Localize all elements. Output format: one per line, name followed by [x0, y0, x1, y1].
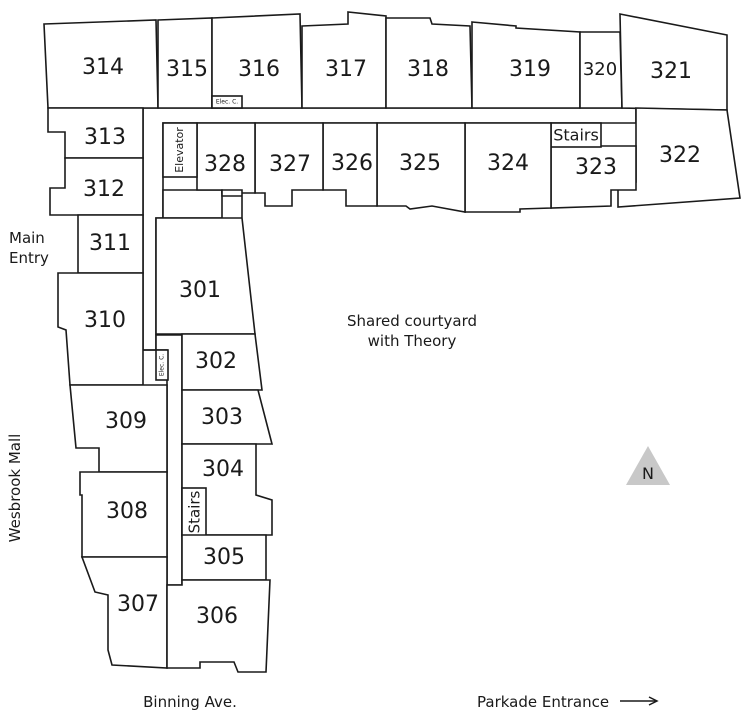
- unit-319-label: 319: [509, 57, 551, 82]
- unit-317-label: 317: [325, 57, 367, 82]
- unit-305-label: 305: [203, 545, 245, 570]
- stairs-north-label: Stairs: [553, 126, 599, 145]
- unit-318[interactable]: [385, 17, 473, 109]
- unit-316-label: 316: [238, 57, 280, 82]
- courtyard-line2: with Theory: [368, 332, 457, 350]
- unit-306-label: 306: [196, 604, 238, 629]
- unit-323-label: 323: [575, 155, 617, 180]
- north-label: N: [642, 464, 654, 483]
- parkade-label: Parkade Entrance: [477, 693, 609, 711]
- unit-327-label: 327: [269, 152, 311, 177]
- west-street-label: Wesbrook Mall: [6, 434, 24, 543]
- unit-325[interactable]: [376, 122, 466, 213]
- unit-302-label: 302: [195, 349, 237, 374]
- stairs-south-label: Stairs: [186, 490, 204, 533]
- unit-306[interactable]: [166, 579, 271, 673]
- unit-322-label: 322: [659, 143, 701, 168]
- unit-308-label: 308: [106, 499, 148, 524]
- unit-328-label: 328: [204, 152, 246, 177]
- main-entry-line2: Entry: [9, 249, 49, 267]
- north-arrow-icon: N: [626, 446, 670, 485]
- unit-302[interactable]: [181, 333, 263, 391]
- main-entry-line1: Main: [9, 229, 45, 247]
- unit-326-label: 326: [331, 151, 373, 176]
- unit-324-label: 324: [487, 151, 529, 176]
- courtyard-line1: Shared courtyard: [347, 312, 477, 330]
- corridor-east-wing: [162, 189, 223, 219]
- elec-west-label: Elec. C.: [159, 354, 166, 376]
- elec-closet-north: [211, 95, 243, 109]
- unit-315-label: 315: [166, 57, 208, 82]
- unit-303-label: 303: [201, 405, 243, 430]
- elevator-label: Elevator: [173, 127, 186, 173]
- unit-310-label: 310: [84, 308, 126, 333]
- stairs-north: [550, 122, 602, 148]
- unit-312[interactable]: [49, 157, 144, 216]
- unit-309-label: 309: [105, 409, 147, 434]
- unit-320-label: 320: [583, 59, 617, 80]
- elec-north-label: Elec. C.: [216, 99, 238, 106]
- unit-317[interactable]: [301, 11, 387, 109]
- unit-312-label: 312: [83, 177, 125, 202]
- unit-314-label: 314: [82, 55, 124, 80]
- unit-311-label: 311: [89, 231, 131, 256]
- arrow-right-icon: [620, 696, 659, 706]
- unit-303[interactable]: [181, 389, 274, 445]
- elevator: [162, 122, 198, 178]
- unit-313-label: 313: [84, 125, 126, 150]
- unit-304-label: 304: [202, 457, 244, 482]
- south-street-label: Binning Ave.: [143, 693, 237, 711]
- unit-325-label: 325: [399, 151, 441, 176]
- unit-301-label: 301: [179, 278, 221, 303]
- unit-321-label: 321: [650, 59, 692, 84]
- unit-307[interactable]: [80, 556, 168, 669]
- elec-closet-west: [155, 349, 169, 381]
- unit-327[interactable]: [254, 122, 324, 207]
- unit-307-label: 307: [117, 592, 159, 617]
- unit-318-label: 318: [407, 57, 449, 82]
